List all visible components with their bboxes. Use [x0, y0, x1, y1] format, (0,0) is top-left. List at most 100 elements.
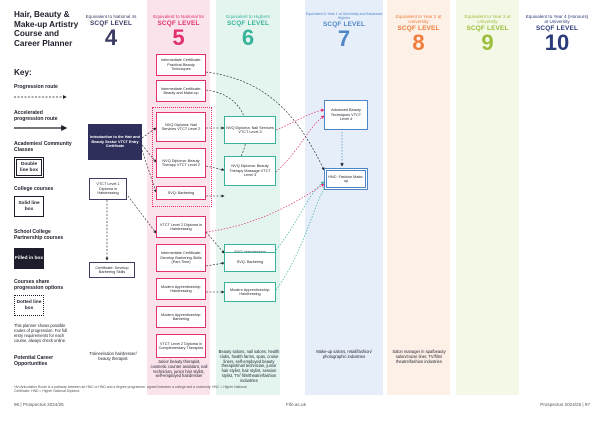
- course-l5-svq-barbering-label: SVQ: Barbering: [167, 190, 195, 195]
- level-8-header: Equivalent to Year 2 at University SCQF …: [387, 14, 450, 54]
- key-school-heading: School College Partnership courses: [14, 229, 64, 241]
- course-l5-cert-barbering-skills[interactable]: Intermediate Certificate: Develop Barber…: [156, 244, 206, 272]
- course-l6-svq-barbering[interactable]: SVQ: Barbering: [224, 252, 276, 272]
- course-l5-svq-barbering[interactable]: SVQ: Barbering: [156, 186, 206, 200]
- course-l5-cert-beauty-makeup[interactable]: Intermediate Certificate: Beauty and Mak…: [156, 80, 206, 102]
- course-intro-hair-beauty[interactable]: Introduction to the Hair and Beauty Sect…: [88, 124, 142, 160]
- level-9-column-bg: [456, 0, 519, 395]
- level-4-number: 4: [104, 25, 118, 51]
- level-8-column-bg: [387, 0, 450, 395]
- level-6-header: Equivalent to Highers SCQF LEVEL 6: [216, 14, 280, 49]
- career-level-7: Make-up salons, retail/fashion/ photogra…: [316, 349, 372, 359]
- career-level-6: Beauty salons, nail salons, health clubs…: [218, 349, 280, 383]
- level-5-label: SCQF LEVEL: [157, 20, 200, 28]
- course-l5-cert-beauty-makeup-label: Intermediate Certificate: Beauty and Mak…: [160, 86, 202, 95]
- level-6-label: SCQF LEVEL: [226, 20, 270, 28]
- course-l6-nail-services-label: NVQ Diploma: Nail Services VTCT Level 3: [226, 125, 274, 134]
- course-l5-cert-beauty-techniques-label: Intermediate Certificate: Practical Beau…: [160, 58, 202, 72]
- key-progression-route: Progression route: [14, 84, 58, 90]
- level-6-column-bg: [216, 0, 280, 395]
- level-7-number: 7: [337, 26, 351, 52]
- course-l5-modern-app-hair[interactable]: Modern Apprenticeship: Hairdressing: [156, 278, 206, 300]
- level-4-header: Equivalent to National 4s SCQF LEVEL 4: [80, 14, 142, 49]
- course-l5-beauty-therapy[interactable]: NVQ Diploma: Beauty Therapy VTCT Level 2: [156, 148, 206, 178]
- level-10-equivalent: Equivalent to Year 4 (Honours) at Univer…: [525, 14, 589, 25]
- course-intro-hair-beauty-label: Introduction to the Hair and Beauty Sect…: [90, 135, 140, 149]
- key-college-box-label: Solid line box: [18, 201, 40, 212]
- level-7-header: Equivalent to Year 1 at University and A…: [305, 12, 383, 50]
- level-6-equivalent: Equivalent to Highers: [226, 14, 270, 19]
- footer-left: 96 | Prospectus 2024/25: [14, 402, 64, 407]
- course-l5-cert-beauty-techniques[interactable]: Intermediate Certificate: Practical Beau…: [156, 54, 206, 76]
- key-shared-heading: Courses share progression options: [14, 279, 64, 291]
- course-l6-modern-app-hair-label: Modern Apprenticeship: Hairdressing: [230, 287, 270, 296]
- course-l6-svq-barbering-label: SVQ: Barbering: [236, 259, 264, 264]
- course-l5-modern-app-barber-label: Modern Apprenticeship: Barbering: [161, 312, 201, 321]
- course-l5-vtct-l2-comp[interactable]: VTCT Level 2 Diploma in Complementary Th…: [156, 334, 206, 358]
- level-9-equivalent: Equivalent to Year 3 at University: [464, 14, 511, 25]
- key-shared-box: Dotted line box: [14, 295, 44, 316]
- course-l6-svq-hairdressing-label: SVQ: Hairdressing: [234, 250, 265, 254]
- level-8-number: 8: [412, 30, 425, 56]
- course-l5-vtct-l2-comp-label: VTCT Level 2 Diploma in Complementary Th…: [158, 341, 204, 350]
- course-l5-nail-services-label: NVQ Diploma: Nail Services VTCT Level 2: [161, 122, 201, 131]
- level-7-label: SCQF LEVEL: [322, 21, 366, 29]
- footer-center[interactable]: Fife.ac.uk: [286, 402, 306, 407]
- key-academies-box: Double line box: [14, 157, 44, 178]
- key-careers-heading: Potential Career Opportunities: [14, 355, 54, 367]
- level-8-equivalent: Equivalent to Year 2 at University: [395, 14, 442, 25]
- course-l5-vtct-l2-hairdressing[interactable]: VTCT Level 2 Diploma in Hairdressing: [156, 216, 206, 238]
- key-school-box-label: Filled in box: [15, 255, 43, 261]
- level-4-label: SCQF LEVEL: [89, 20, 133, 28]
- course-cert-barbering[interactable]: Certificate: Develop Barbering Skills: [89, 262, 135, 278]
- level-5-equivalent: Equivalent to National 5s: [153, 14, 204, 19]
- level-10-number: 10: [544, 30, 570, 56]
- course-l7-hnc-fashion[interactable]: HNC: Fashion Make-up: [324, 168, 368, 190]
- course-cert-barbering-label: Certificate: Develop Barbering Skills: [95, 265, 129, 274]
- course-l5-modern-app-hair-label: Modern Apprenticeship: Hairdressing: [161, 284, 201, 293]
- level-7-column-bg: [305, 0, 383, 395]
- course-l5-cert-barbering-skills-label: Intermediate Certificate: Develop Barber…: [160, 251, 202, 265]
- key-shared-box-label: Dotted line box: [16, 300, 42, 311]
- level-9-header: Equivalent to Year 3 at University SCQF …: [456, 14, 519, 54]
- course-l6-beauty-therapy-label: NVQ Diploma: Beauty Therapy Massage VTCT…: [229, 164, 271, 178]
- key-school-box: Filled in box: [14, 248, 44, 269]
- shared-options-group: [152, 107, 212, 207]
- level-10-label: SCQF LEVEL: [535, 25, 579, 33]
- level-7-equivalent: Equivalent to Year 1 at University and A…: [305, 12, 383, 21]
- key-planner-note: This planner shows possible routes of pr…: [14, 323, 68, 343]
- key-academies-box-label: Double line box: [19, 162, 39, 173]
- course-l6-nail-services[interactable]: NVQ Diploma: Nail Services VTCT Level 3: [224, 116, 276, 144]
- course-l6-modern-app-hair[interactable]: Modern Apprenticeship: Hairdressing: [224, 282, 276, 302]
- course-l7-adv-beauty-label: Advanced Beauty Techniques VTCT Level 4: [330, 108, 362, 122]
- key-college-heading: College courses: [14, 186, 54, 192]
- course-l5-modern-app-barber[interactable]: Modern Apprenticeship: Barbering: [156, 306, 206, 328]
- footnote: *An Articulation Route is a pathway betw…: [14, 385, 247, 394]
- key-college-box: Solid line box: [14, 196, 44, 217]
- level-10-header: Equivalent to Year 4 (Honours) at Univer…: [524, 14, 590, 54]
- level-5-number: 5: [172, 25, 185, 51]
- key-heading: Key:: [14, 68, 32, 77]
- course-vtct-l1-hairdressing[interactable]: VTCT Level 1 Diploma in Hairdressing: [89, 178, 127, 200]
- footer-right: Prospectus 2024/25 | 97: [540, 402, 590, 407]
- course-l5-nail-services[interactable]: NVQ Diploma: Nail Services VTCT Level 2: [156, 112, 206, 142]
- course-l5-vtct-l2-hairdressing-label: VTCT Level 2 Diploma in Hairdressing: [159, 222, 203, 231]
- level-9-number: 9: [481, 30, 494, 56]
- planner-title: Hair, Beauty & Make-up Artistry Course a…: [14, 10, 79, 48]
- level-4-equivalent: Equivalent to National 4s: [85, 14, 137, 19]
- course-l7-hnc-fashion-label: HNC: Fashion Make-up: [328, 174, 364, 183]
- course-l5-beauty-therapy-label: NVQ Diploma: Beauty Therapy VTCT Level 2: [161, 158, 201, 167]
- career-level-5: Junior beauty therapist, cosmetic counte…: [150, 359, 208, 379]
- level-9-label: SCQF LEVEL: [466, 25, 509, 33]
- course-l6-beauty-therapy[interactable]: NVQ Diploma: Beauty Therapy Massage VTCT…: [224, 156, 276, 186]
- level-5-header: Equivalent to National 5s SCQF LEVEL 5: [147, 14, 210, 49]
- key-academies-heading: Academies/ Community Classes: [14, 141, 72, 153]
- level-8-label: SCQF LEVEL: [397, 25, 440, 33]
- key-accelerated-route: Accelerated progression route: [14, 110, 58, 122]
- course-vtct-l1-hairdressing-label: VTCT Level 1 Diploma in Hairdressing: [96, 182, 120, 196]
- career-level-4: Trainee/salon hairdresser/ beauty therap…: [89, 351, 137, 361]
- level-6-number: 6: [241, 25, 255, 51]
- course-l7-adv-beauty[interactable]: Advanced Beauty Techniques VTCT Level 4: [324, 100, 368, 130]
- career-level-8: Salon manager in spa/beauty salon/cruise…: [392, 349, 446, 364]
